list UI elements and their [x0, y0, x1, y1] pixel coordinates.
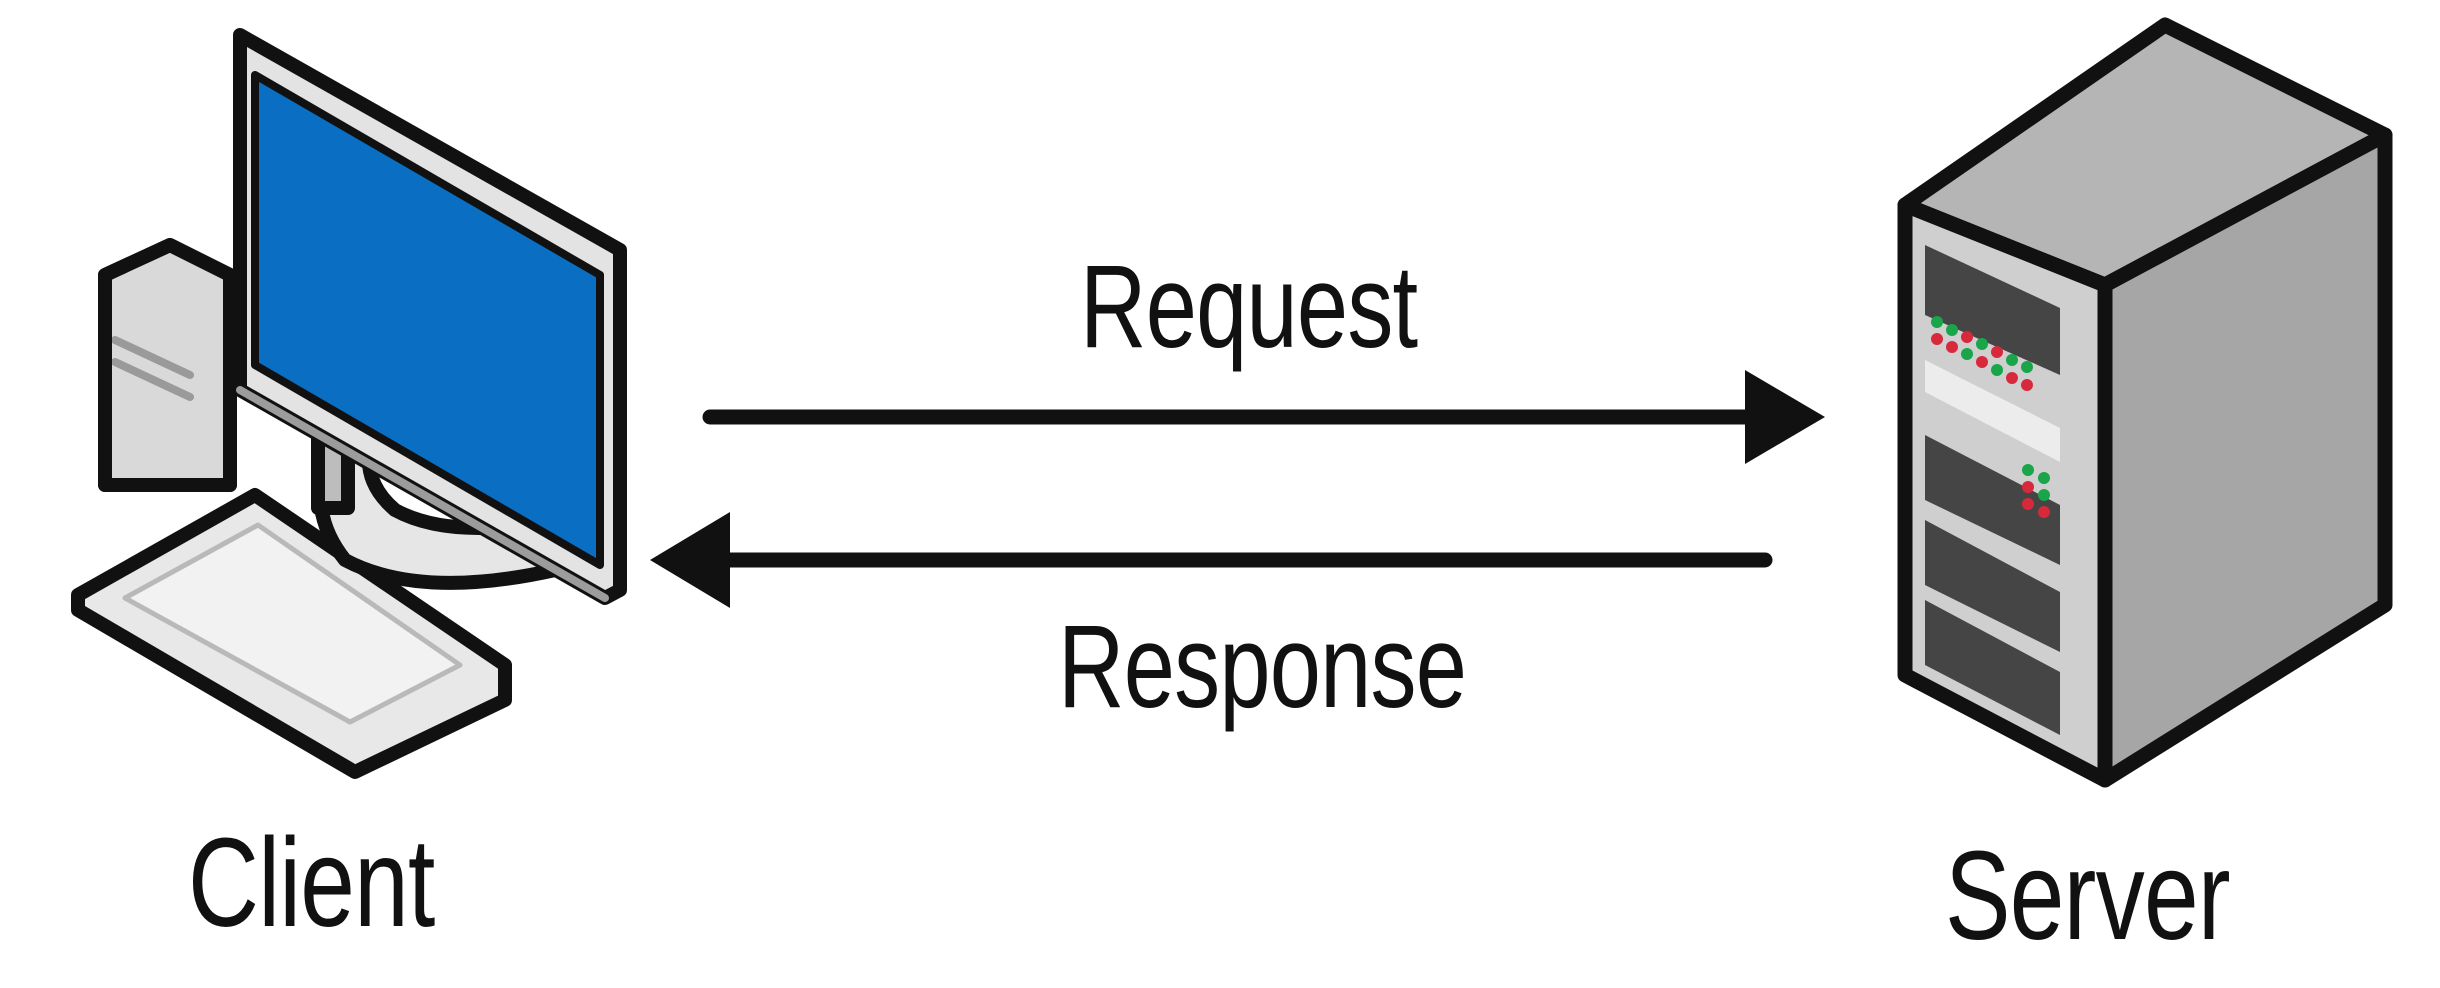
response-arrow — [650, 512, 1773, 608]
keyboard — [71, 488, 512, 779]
pc-tower — [98, 238, 237, 492]
client-label: Client — [188, 812, 435, 953]
server-drive-bays — [1925, 245, 2060, 735]
server-tower-icon — [1897, 17, 2393, 788]
server-status-leds — [1931, 316, 2050, 518]
response-label: Response — [1058, 601, 1467, 733]
desktop-computer-icon — [71, 28, 627, 779]
server-label: Server — [1945, 825, 2231, 966]
monitor — [233, 28, 627, 605]
request-arrow — [702, 370, 1825, 464]
request-label: Request — [1080, 241, 1418, 373]
